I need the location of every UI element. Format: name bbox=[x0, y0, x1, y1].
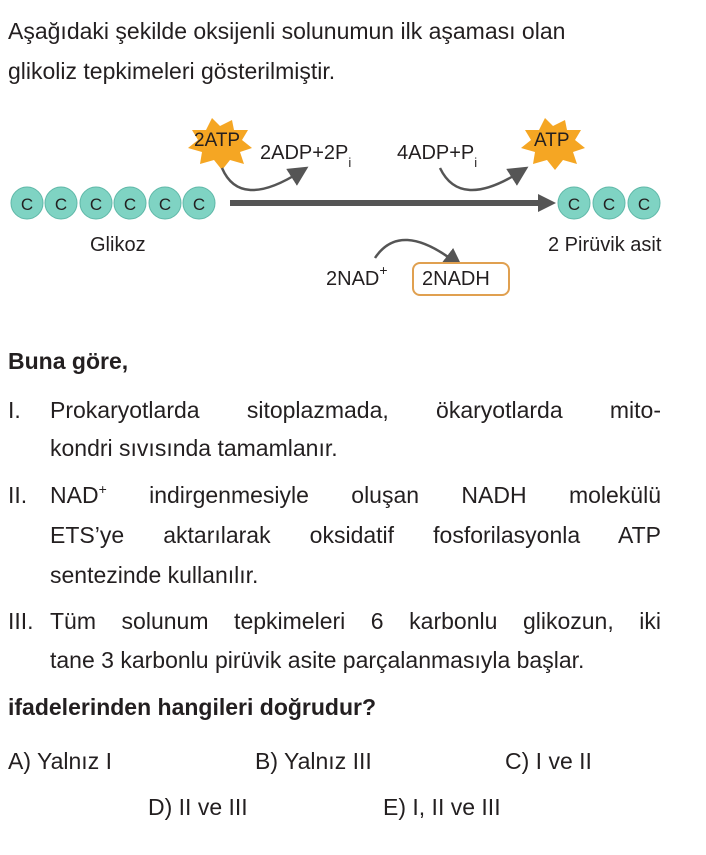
intro-line-1: Aşağıdaki şekilde oksijenli solunumun il… bbox=[8, 18, 566, 44]
nad-label: 2NAD+ bbox=[326, 262, 388, 290]
carbon-label: C bbox=[55, 195, 67, 214]
carbon-label: C bbox=[90, 195, 102, 214]
star-burst-atp bbox=[521, 118, 585, 170]
curved-arrow-nad bbox=[373, 238, 463, 269]
glucose-carbon bbox=[182, 186, 216, 220]
glucose-label: Glikoz bbox=[90, 234, 146, 256]
statement-label: III. bbox=[8, 608, 34, 634]
question-text: ifadelerinden hangileri doğrudur? bbox=[8, 694, 377, 720]
nadh-label: 2NADH bbox=[422, 268, 490, 290]
atp-input-label: 2ATP bbox=[194, 130, 241, 151]
statement-label: I. bbox=[8, 397, 21, 423]
option-c[interactable]: C) I ve II bbox=[505, 748, 592, 774]
carbon-label: C bbox=[21, 195, 33, 214]
glucose-carbon bbox=[10, 186, 44, 220]
carbon-label: C bbox=[193, 195, 205, 214]
curved-arrow-atp-use bbox=[220, 166, 309, 192]
main-arrow-head bbox=[538, 194, 556, 212]
curved-arrow-atp-gain bbox=[438, 166, 529, 192]
atp-output-label: ATP bbox=[534, 130, 570, 151]
carbon-label: C bbox=[568, 195, 580, 214]
statement-line: sentezinde kullanılır. bbox=[50, 562, 259, 588]
pyruvate-label: 2 Pirüvik asit bbox=[548, 234, 662, 256]
pyruvate-carbon bbox=[627, 186, 661, 220]
carbon-label: C bbox=[603, 195, 615, 214]
star-burst-2atp bbox=[188, 118, 252, 170]
statement-label: II. bbox=[8, 482, 28, 508]
glucose-carbon bbox=[113, 186, 147, 220]
option-a[interactable]: A) Yalnız I bbox=[8, 748, 112, 774]
intro-line-2: glikoliz tepkimeleri gösterilmiştir. bbox=[8, 58, 336, 84]
option-e[interactable]: E) I, II ve III bbox=[383, 794, 501, 820]
carbon-label: C bbox=[159, 195, 171, 214]
nadh-box bbox=[412, 262, 510, 296]
prompt-text: Buna göre, bbox=[8, 348, 129, 374]
carbon-label: C bbox=[638, 195, 650, 214]
option-d[interactable]: D) II ve III bbox=[148, 794, 248, 820]
glucose-carbon bbox=[148, 186, 182, 220]
glucose-carbon bbox=[44, 186, 78, 220]
statement-line: NAD+ indirgenmesiyle oluşan NADH molekül… bbox=[50, 481, 661, 508]
adp-output-label: 2ADP+2Pi bbox=[260, 142, 352, 170]
option-b[interactable]: B) Yalnız III bbox=[255, 748, 372, 774]
pyruvate-carbon bbox=[592, 186, 626, 220]
adp-input-label: 4ADP+Pi bbox=[397, 142, 478, 170]
carbon-label: C bbox=[124, 195, 136, 214]
statement-line: Tüm solunum tepkimeleri 6 karbonlu gliko… bbox=[50, 608, 661, 634]
glucose-carbon bbox=[79, 186, 113, 220]
glycolysis-diagram: C C C C C C C C C 2ATP 2ADP+2Pi 4ADP+Pi ATP Glik… bbox=[0, 110, 706, 310]
statement-line: Prokaryotlarda sitoplazmada, ökaryotlard… bbox=[50, 397, 661, 423]
statement-line: ETS’ye aktarılarak oksidatif fosforilasy… bbox=[50, 522, 661, 548]
statement-line: tane 3 karbonlu pirüvik asite parçalanma… bbox=[50, 647, 585, 673]
statement-line: kondri sıvısında tamamlanır. bbox=[50, 435, 338, 461]
pyruvate-carbon bbox=[557, 186, 591, 220]
